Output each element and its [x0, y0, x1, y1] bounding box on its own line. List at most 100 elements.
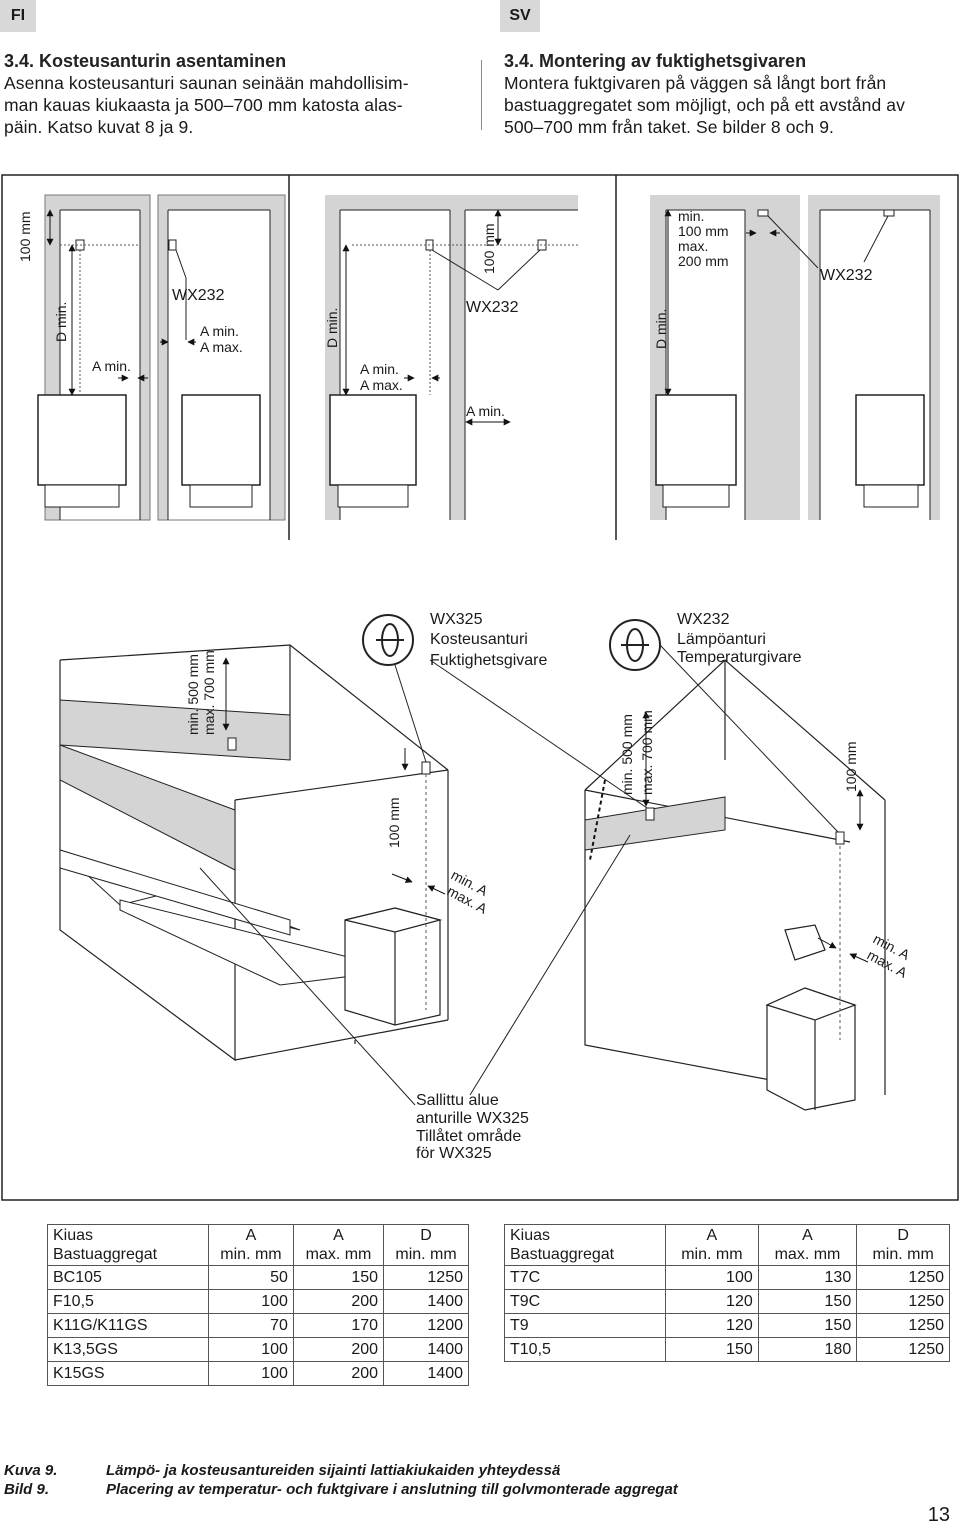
cell: 170: [292, 1313, 385, 1338]
max-700mm-label: max. 700 mm: [639, 710, 655, 795]
panel-2: D min. A min. A max. 100 mm WX232 A min.: [324, 195, 578, 520]
fi-line-3: päin. Katso kuvat 8 ja 9.: [4, 117, 194, 137]
max-label: max.: [678, 238, 708, 254]
fi-heading: 3.4. Kosteusanturin asentaminen: [4, 51, 287, 71]
cell: T10,5: [504, 1337, 666, 1362]
sv-line-3: 500–700 mm från taket. Se bilder 8 och 9…: [504, 117, 834, 137]
allowed-zone: [59, 699, 291, 761]
caption-fi-text: Lämpö- ja kosteusantureiden sijainti lat…: [106, 1462, 561, 1479]
cell: 120: [665, 1313, 759, 1338]
cell: 1200: [383, 1313, 469, 1338]
heater-unit: [329, 394, 417, 508]
cell: 100: [208, 1361, 294, 1386]
panel-3: D min. min. 100 mm max. 200 mm WX232: [650, 195, 940, 520]
allowed-area-fi-1: Sallittu alue: [416, 1092, 499, 1109]
cell: 100: [665, 1265, 759, 1290]
cell: F10,5: [47, 1289, 209, 1314]
allowed-zone: [584, 796, 726, 851]
d-min-label: D min.: [53, 302, 69, 342]
wx325-fi-label: Kosteusanturi: [430, 631, 528, 648]
cell: 200: [292, 1289, 385, 1314]
cell: 150: [757, 1289, 858, 1314]
sensor-icon: [835, 831, 845, 845]
cell: 180: [757, 1337, 858, 1362]
cell: T7C: [504, 1265, 666, 1290]
wx232-label: WX232: [677, 611, 730, 628]
a-max-label: A max.: [200, 339, 243, 355]
dim-100mm-label: 100 mm: [386, 797, 402, 848]
sv-heading: 3.4. Montering av fuktighetsgivaren: [504, 51, 807, 71]
wx232-label: WX232: [172, 287, 225, 304]
a-min-label: A min.: [360, 361, 399, 377]
caption-sv: Bild 9.Placering av temperatur- och fukt…: [4, 1481, 678, 1498]
cell: 70: [208, 1313, 294, 1338]
min-500mm-label: min. 500 mm: [619, 714, 635, 795]
cell: 150: [757, 1313, 858, 1338]
cell: 100: [208, 1337, 294, 1362]
caption-fi-number: Kuva 9.: [4, 1462, 58, 1479]
isometric-diagram: min. 500 mm max. 700 mm WX325 Kosteusant…: [59, 611, 913, 1162]
d-min-label: D min.: [324, 308, 340, 348]
caption-fi: Kuva 9. Lämpö- ja kosteusantureiden sijai…: [4, 1462, 560, 1479]
cell: K15GS: [47, 1361, 209, 1386]
wx232-sv-label: Temperaturgivare: [677, 649, 802, 666]
cell: 120: [665, 1289, 759, 1314]
a-max-label: A max.: [360, 377, 403, 393]
heater-unit: [855, 394, 925, 508]
cell: 1250: [856, 1313, 950, 1338]
cell: T9C: [504, 1289, 666, 1314]
min-value-label: 100 mm: [678, 223, 729, 239]
dim-100mm-label: 100 mm: [17, 211, 33, 262]
sensor-icon: [645, 807, 655, 821]
sv-line-1: Montera fuktgivaren på väggen så långt b…: [504, 73, 887, 93]
cell: 1400: [383, 1361, 469, 1386]
fi-line-2: man kauas kiukaasta ja 500–700 mm katost…: [4, 95, 403, 115]
heater-unit: [655, 394, 737, 508]
wx232-sensor-icon: [609, 619, 661, 671]
sensor-icon: [168, 239, 177, 251]
a-min-label: A min.: [200, 323, 239, 339]
wx232-fi-label: Lämpöanturi: [677, 631, 766, 648]
cell: 200: [292, 1337, 385, 1362]
wx325-label: WX325: [430, 611, 483, 628]
sv-section: 3.4. Montering av fuktighetsgivaren Mont…: [504, 50, 960, 138]
cell: 1250: [383, 1265, 469, 1290]
page-number: 13: [927, 1504, 950, 1526]
dim-100mm-label: 100 mm: [843, 741, 859, 792]
cell: K13,5GS: [47, 1337, 209, 1362]
fi-line-1: Asenna kosteusanturi saunan seinään mahd…: [4, 73, 409, 93]
panel-1: 100 mm D min. A min. WX232 A min. A max.: [17, 194, 286, 521]
wx232-label: WX232: [820, 267, 873, 284]
cell: 1250: [856, 1289, 950, 1314]
a-min-label: A min.: [92, 358, 131, 374]
cell: 1250: [856, 1265, 950, 1290]
cell: 50: [208, 1265, 294, 1290]
fi-language-tab: FI: [0, 0, 36, 32]
allowed-area-fi-2: anturille WX325: [416, 1110, 529, 1127]
heater-unit: [344, 907, 443, 1026]
cell: 1400: [383, 1289, 469, 1314]
min-500mm-label: min. 500 mm: [185, 654, 201, 735]
allowed-area-sv-2: för WX325: [416, 1145, 492, 1162]
max-value-label: 200 mm: [678, 253, 729, 269]
d-min-label: D min.: [653, 309, 669, 349]
sensor-icon: [757, 209, 769, 217]
